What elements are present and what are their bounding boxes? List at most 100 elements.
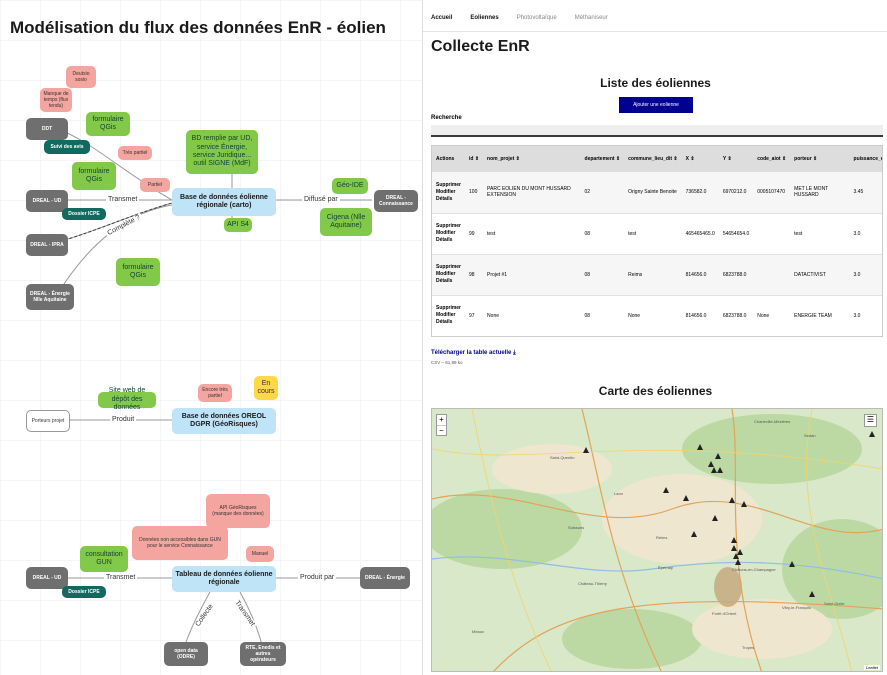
node-formulaire-qgis-1[interactable]: formulaire QGis [86, 112, 130, 136]
table-cell [753, 213, 791, 255]
column-header[interactable]: id ⇕ [465, 146, 484, 172]
node-rte[interactable]: RTE, Enedis et autres opérateurs [240, 642, 286, 666]
badge-dossier-icpe-2: Dossier ICPE [62, 586, 106, 598]
map-attribution[interactable]: Leaflet [863, 665, 880, 670]
wind-turbine-markers [583, 431, 875, 597]
node-site-web[interactable]: Site web de dépôt des données [98, 387, 156, 411]
eoliennes-map[interactable]: + − ☰ Leaflet Charleville-Mézières Sedan… [431, 408, 883, 672]
canvas-grid [0, 0, 422, 675]
zoom-control: + − [436, 414, 447, 436]
node-dreal-ipra[interactable]: DREAL - IPRA [26, 234, 68, 256]
label-produit: Produit [110, 416, 137, 423]
column-header[interactable]: porteur ⇕ [790, 146, 850, 172]
add-eolienne-button[interactable]: Ajouter une eolienne [619, 97, 693, 113]
note-api-georisques: API GéoRisques (manque des données) [206, 494, 270, 528]
table-cell: 08 [580, 254, 625, 296]
action-details-link[interactable]: Détails [436, 278, 453, 284]
action-details-link[interactable]: Détails [436, 237, 453, 243]
action-supprimer-link[interactable]: Supprimer [436, 181, 462, 188]
table-cell: ENERGIE TEAM [790, 295, 850, 336]
column-header[interactable]: Y ⇕ [718, 146, 754, 172]
note-partiel: Partiel [140, 178, 170, 192]
zoom-out-button[interactable]: − [437, 425, 446, 435]
node-cigena[interactable]: Cigena (Nlle Aquitaine) [320, 208, 372, 236]
table-cell: 736582.0 [681, 172, 719, 214]
action-modifier-link[interactable]: Modifier [436, 271, 456, 277]
download-link[interactable]: Télécharger la table actuelle ⤓ [431, 350, 516, 356]
column-header[interactable]: X ⇕ [681, 146, 719, 172]
badge-dossier-icpe: Dossier ICPE [62, 208, 106, 220]
note-tres-partiel: Très partiel [118, 146, 152, 160]
node-api-s4[interactable]: API S4 [224, 218, 252, 232]
node-dreal-connaissance[interactable]: DREAL - Connaissance [374, 190, 418, 212]
node-base-regionale[interactable]: Base de données éolienne régionale (cart… [172, 188, 276, 216]
node-formulaire-qgis-3[interactable]: formulaire QGis [116, 258, 160, 286]
table-cell: Projet #1 [483, 254, 581, 296]
table-cell: 08 [580, 295, 625, 336]
node-porteurs[interactable]: Porteurs projet [26, 410, 70, 432]
tab-eoliennes[interactable]: Eoliennes [470, 15, 499, 21]
node-dreal-ud-2[interactable]: DREAL - UD [26, 567, 68, 589]
node-oreol[interactable]: Base de données OREOL DGPR (GéoRisques) [172, 408, 276, 434]
tab-methaniseur[interactable]: Méthaniseur [574, 15, 608, 21]
label-diffuse: Diffusé par [302, 196, 340, 203]
table-cell: test [790, 213, 850, 255]
action-supprimer-link[interactable]: Supprimer [436, 305, 462, 311]
note-manuel: Manuel [246, 546, 274, 562]
column-header[interactable]: departement ⇕ [580, 146, 625, 172]
node-dreal-energie[interactable]: DREAL - Énergie Nlle Aquitaine [26, 284, 74, 310]
map-title: Carte des éoliennes [598, 384, 713, 398]
node-tableau[interactable]: Tableau de données éolienne régionale [172, 566, 276, 592]
zoom-in-button[interactable]: + [439, 415, 444, 424]
table-cell: None [624, 295, 682, 336]
column-header[interactable]: commune_lieu_dit ⇕ [624, 146, 682, 172]
table-cell: 814656.0 [681, 295, 719, 336]
table-cell: 465465465.0 [681, 213, 719, 255]
tab-accueil[interactable]: Accueil [431, 15, 453, 21]
list-title: Liste des éoliennes [600, 76, 711, 90]
note-deutsio: Deutsio sosio [66, 66, 96, 88]
table-cell: test [624, 213, 682, 255]
action-details-link[interactable]: Détails [436, 195, 453, 202]
node-open-data[interactable]: open data (ODRE) [164, 642, 208, 666]
action-modifier-link[interactable]: Modifier [436, 188, 456, 195]
search-label: Recherche [431, 115, 462, 121]
layers-icon[interactable]: ☰ [864, 414, 877, 427]
node-ddt[interactable]: DDT [26, 118, 68, 140]
column-header[interactable]: puissance_eol [849, 146, 882, 172]
diagram-title: Modélisation du flux des données EnR - é… [10, 18, 386, 37]
action-supprimer-link[interactable]: Supprimer [436, 223, 462, 229]
table-cell: 100 [465, 172, 484, 214]
column-header[interactable]: Actions [432, 146, 466, 172]
table-cell: 814656.0 [681, 254, 719, 296]
note-en-cours: En cours [254, 376, 278, 400]
table-cell: None [753, 295, 791, 336]
node-bd-ud[interactable]: BD remplie par UD, service Énergie, serv… [186, 130, 258, 174]
column-header[interactable]: code_aiot ⇕ [753, 146, 791, 172]
app-window: Accueil Eoliennes Photovoltaïque Méthani… [422, 0, 887, 675]
table-cell: Reims [624, 254, 682, 296]
node-dreal-energie-2[interactable]: DREAL - Énergie [360, 567, 410, 589]
table-cell: 3.45 [849, 172, 882, 214]
action-details-link[interactable]: Détails [436, 319, 453, 325]
nav-tabs: Accueil Eoliennes Photovoltaïque Méthani… [423, 0, 887, 32]
action-modifier-link[interactable]: Modifier [436, 230, 456, 236]
table-cell: None [483, 295, 581, 336]
table-cell: DATACTIVIST [790, 254, 850, 296]
badge-suivi-avis: Suivi des avis [44, 140, 90, 154]
action-modifier-link[interactable]: Modifier [436, 312, 456, 318]
table-cell: 3.0 [849, 295, 882, 336]
node-geo-ide[interactable]: Géo-IDE [332, 178, 368, 194]
action-supprimer-link[interactable]: Supprimer [436, 264, 462, 270]
search-input[interactable] [431, 125, 883, 137]
node-formulaire-qgis-2[interactable]: formulaire QGis [72, 162, 116, 190]
node-dreal-ud[interactable]: DREAL - UD [26, 190, 68, 212]
table-cell: test [483, 213, 581, 255]
node-consultation-gun[interactable]: consultation GUN [80, 546, 128, 572]
tab-photovoltaique[interactable]: Photovoltaïque [516, 15, 557, 21]
column-header[interactable]: nom_projet ⇕ [483, 146, 581, 172]
page-title: Collecte EnR [431, 38, 530, 55]
